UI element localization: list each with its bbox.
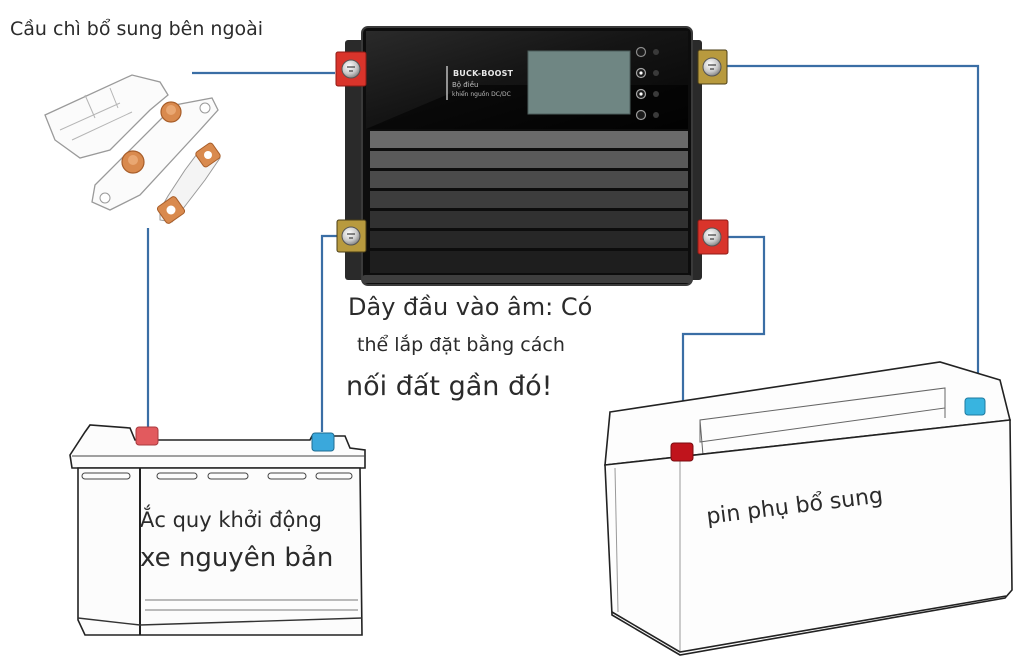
aux-negative-post[interactable] xyxy=(964,397,986,416)
terminal-output-positive[interactable] xyxy=(697,219,729,255)
starter-battery-label-line1: Ắc quy khởi động xyxy=(140,508,322,532)
lcd-screen xyxy=(527,50,631,115)
wire-device-output-negative-to-aux-negative xyxy=(727,64,980,398)
control-buttons xyxy=(635,46,659,121)
starter-negative-post[interactable] xyxy=(311,432,335,452)
heatsink-fins xyxy=(370,131,688,273)
terminal-input-negative[interactable] xyxy=(336,219,367,253)
negative-input-note-line2: thể lắp đặt bằng cách xyxy=(357,334,565,356)
settings-button[interactable] xyxy=(635,109,647,121)
wires xyxy=(146,64,980,446)
device-subtitle-line1: Bộ điều xyxy=(452,81,479,89)
aux-positive-post[interactable] xyxy=(670,442,694,462)
device-subtitle-line2: khiển nguồn DC/DC xyxy=(452,91,511,98)
wire-device-input-negative-to-starter-negative xyxy=(320,234,340,432)
fuse-label: Cầu chì bổ sung bên ngoài xyxy=(10,18,264,40)
starter-positive-post[interactable] xyxy=(135,426,159,446)
power-button[interactable] xyxy=(635,46,647,58)
negative-input-note-line1: Dây đầu vào âm: Có xyxy=(348,293,593,321)
auxiliary-battery xyxy=(604,361,1013,656)
buck-boost-controller xyxy=(345,26,702,286)
external-fuse xyxy=(44,74,221,224)
device-brand: BUCK-BOOST xyxy=(453,69,514,78)
device-terminals xyxy=(335,49,729,255)
negative-input-note-line3: nối đất gần đó! xyxy=(346,371,553,402)
starter-battery xyxy=(69,424,366,636)
terminal-input-positive[interactable] xyxy=(335,51,367,87)
starter-battery-label-line2: xe nguyên bản xyxy=(140,543,334,573)
terminal-output-negative[interactable] xyxy=(697,49,728,85)
wire-device-output-positive-to-aux-positive xyxy=(681,235,766,446)
